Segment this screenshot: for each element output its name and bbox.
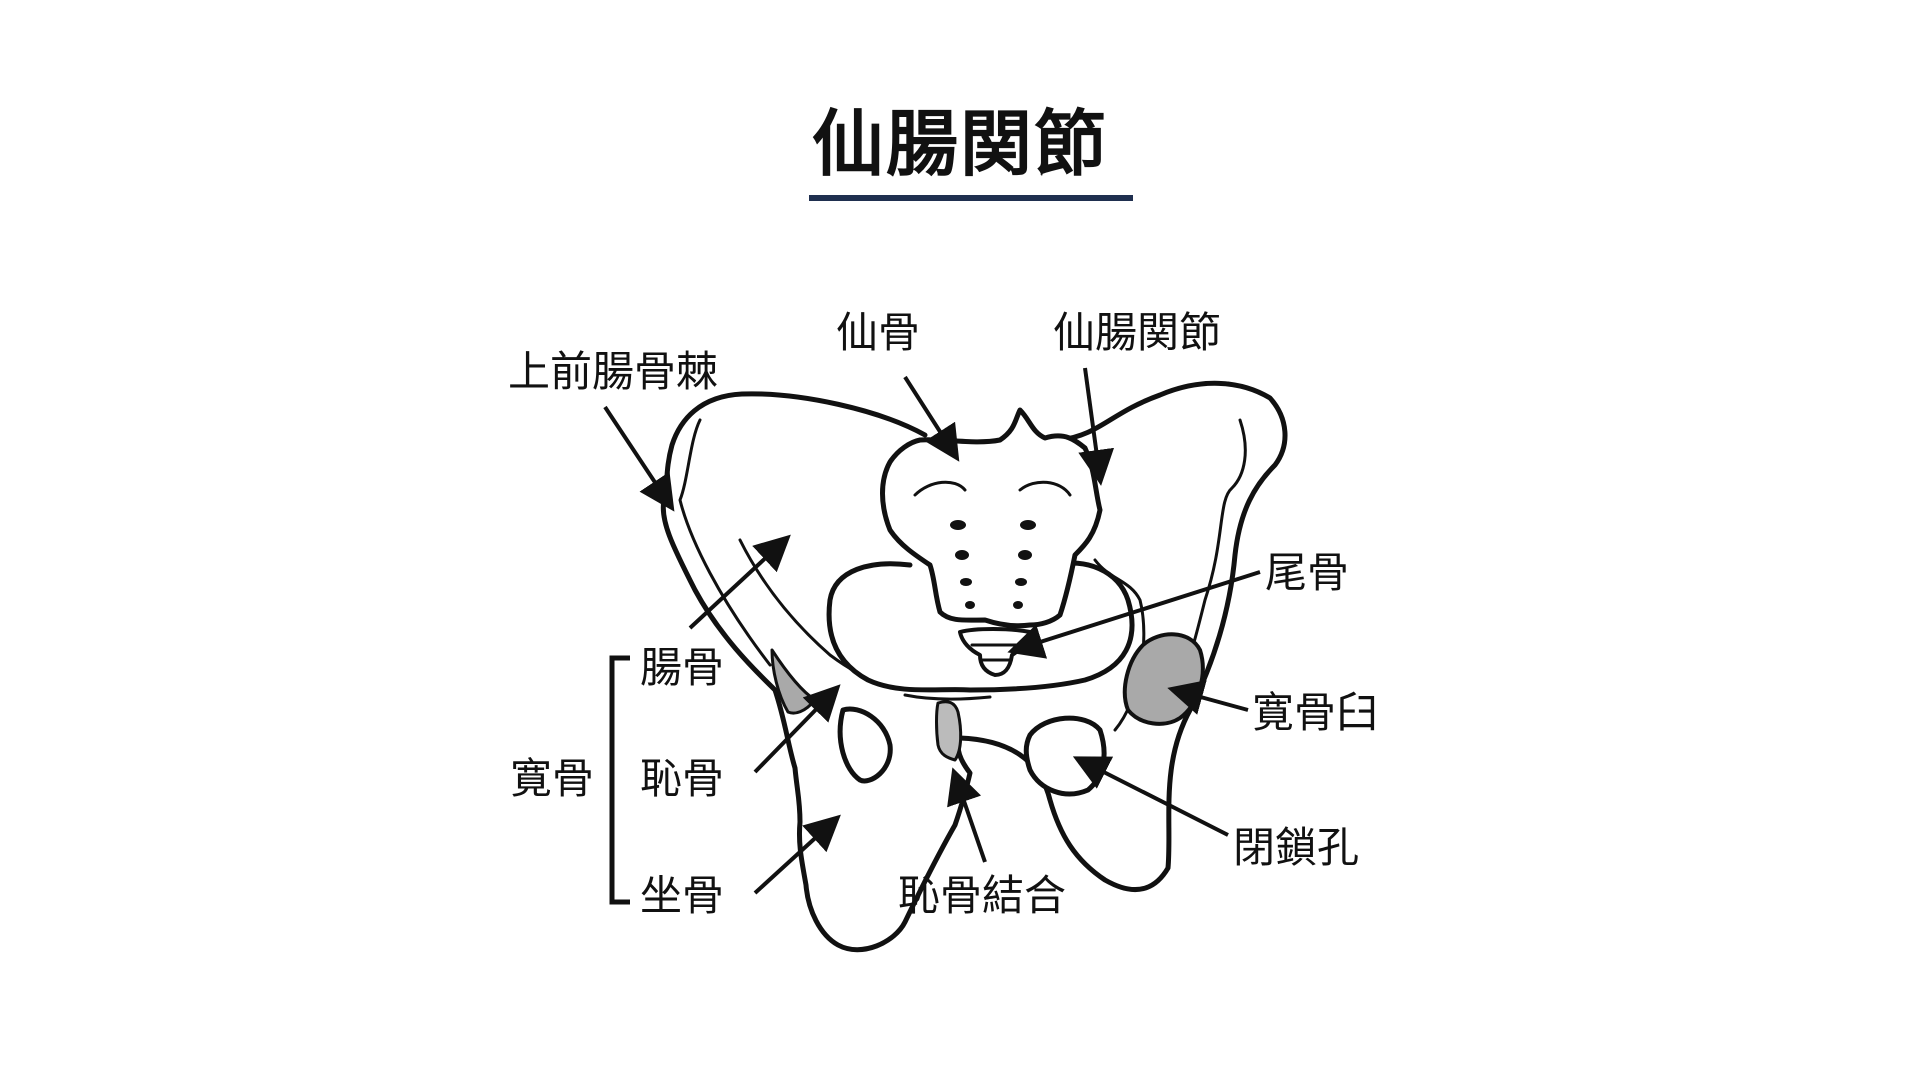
sacrum — [880, 407, 1103, 629]
label-ischium: 坐骨 — [640, 871, 724, 920]
sacral-ala-left — [913, 480, 967, 497]
title-underline — [809, 195, 1133, 201]
label-anterior-superior-iliac-spine: 上前腸骨棘 — [508, 347, 718, 396]
arrow-sacrum — [903, 375, 960, 462]
label-coccyx: 尾骨 — [1265, 548, 1349, 597]
sacral-foramina — [950, 520, 1036, 609]
arrow-pubic-symphysis — [947, 767, 987, 863]
page-title: 仙腸関節 — [811, 102, 1108, 186]
arrow-asis — [603, 405, 675, 512]
label-obturator-foramen: 閉鎖孔 — [1233, 823, 1359, 872]
arrow-obturator-foramen — [1072, 756, 1229, 837]
sacral-ala-right — [1018, 480, 1072, 497]
label-sacroiliac-joint: 仙腸関節 — [1053, 308, 1221, 357]
pelvis-illustration — [660, 380, 1288, 953]
label-pubis: 恥骨 — [640, 754, 724, 803]
pubic-crest — [903, 693, 992, 701]
label-ilium: 腸骨 — [640, 643, 724, 692]
label-hip-bone: 寛骨 — [510, 754, 594, 803]
label-arrows — [603, 367, 1261, 895]
right-obturator-foramen — [1023, 715, 1107, 797]
arrow-ilium — [688, 534, 791, 630]
arrow-ischium — [753, 814, 841, 895]
pubic-symphysis-cartilage — [935, 700, 963, 762]
arrow-pubis — [753, 684, 841, 774]
label-pubic-symphysis: 恥骨結合 — [898, 871, 1066, 920]
label-acetabulum: 寛骨臼 — [1252, 688, 1378, 737]
arrow-coccyx — [1007, 570, 1261, 659]
label-sacrum: 仙骨 — [836, 308, 920, 357]
arrow-acetabulum — [1167, 680, 1249, 715]
arrow-sacroiliac-joint — [1078, 367, 1115, 486]
left-iliac-crest-line — [678, 418, 772, 667]
left-obturator-foramen — [837, 706, 893, 784]
hip-bone-bracket — [609, 655, 630, 905]
